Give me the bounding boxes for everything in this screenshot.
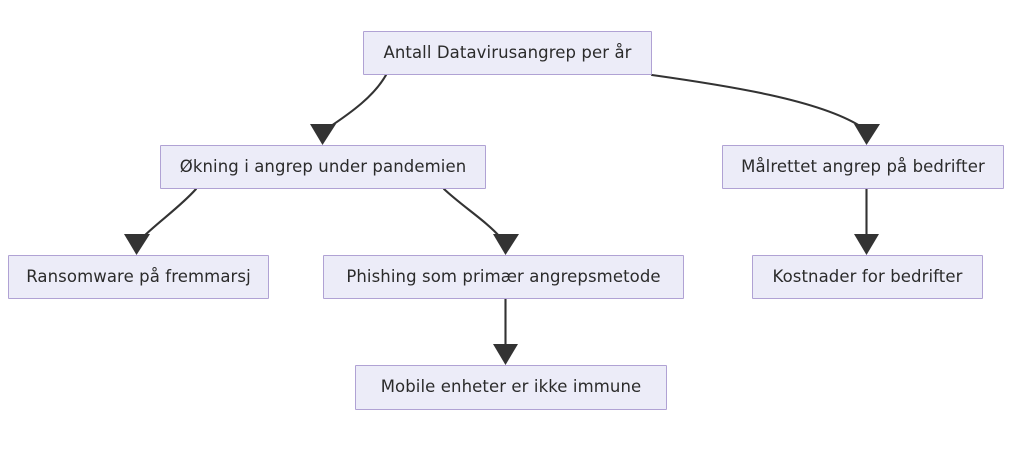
edge-path-okning-ransomware bbox=[140, 187, 198, 240]
node-label: Økning i angrep under pandemien bbox=[179, 156, 467, 176]
node-antall-datavirusangrep-per-ar[interactable]: Antall Datavirusangrep per år bbox=[363, 31, 652, 75]
edge-root-to-malrettet bbox=[650, 73, 880, 145]
edge-phishing-to-mobile bbox=[493, 297, 518, 365]
node-malrettet-angrep-pa-bedrifter[interactable]: Målrettet angrep på bedrifter bbox=[722, 145, 1004, 189]
edge-path-okning-phishing bbox=[442, 187, 502, 239]
arrow-head-down-malrettet bbox=[854, 124, 880, 145]
node-phishing-som-primaer-angrepsmetode[interactable]: Phishing som primær angrepsmetode bbox=[323, 255, 684, 299]
node-label: Phishing som primær angrepsmetode bbox=[346, 266, 661, 286]
edge-path-root-malrettet bbox=[650, 73, 862, 128]
edge-root-to-okning bbox=[310, 73, 388, 145]
arrow-head-down-okning bbox=[310, 124, 336, 145]
node-ransomware-pa-fremmarsj[interactable]: Ransomware på fremmarsj bbox=[8, 255, 269, 299]
node-label: Antall Datavirusangrep per år bbox=[383, 42, 632, 62]
arrow-head-down-ransomware bbox=[124, 234, 150, 255]
node-mobile-enheter-er-ikke-immune[interactable]: Mobile enheter er ikke immune bbox=[355, 365, 667, 410]
arrow-head-down-kostnader bbox=[854, 234, 879, 255]
node-label: Kostnader for bedrifter bbox=[772, 266, 963, 286]
arrow-head-down-phishing bbox=[493, 234, 519, 255]
edge-okning-to-phishing bbox=[442, 187, 519, 255]
node-okning-i-angrep-under-pandemien[interactable]: Økning i angrep under pandemien bbox=[160, 145, 486, 189]
node-label: Målrettet angrep på bedrifter bbox=[741, 156, 985, 176]
edge-path-root-okning bbox=[326, 73, 388, 130]
arrow-head-down-mobile bbox=[493, 344, 518, 365]
node-label: Ransomware på fremmarsj bbox=[26, 266, 251, 286]
node-label: Mobile enheter er ikke immune bbox=[380, 377, 642, 397]
edge-okning-to-ransomware bbox=[124, 187, 198, 255]
edge-malrettet-to-kostnader bbox=[854, 187, 879, 255]
node-kostnader-for-bedrifter[interactable]: Kostnader for bedrifter bbox=[752, 255, 983, 299]
